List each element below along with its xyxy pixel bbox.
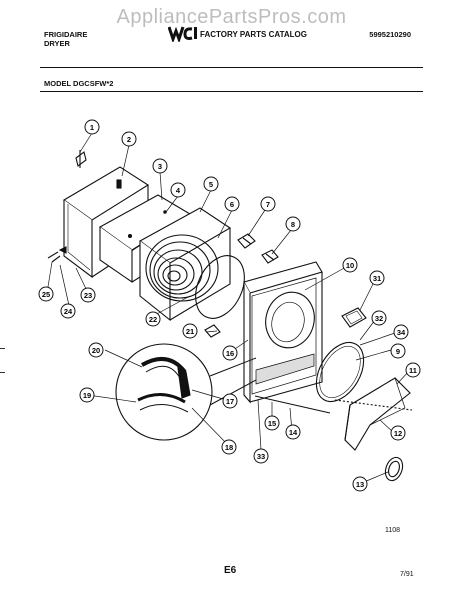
callout-34: 34 [393,324,409,340]
callout-24: 24 [60,303,76,319]
callout-18: 18 [221,439,237,455]
svg-text:6: 6 [230,200,234,209]
callout-15: 15 [264,415,280,431]
svg-text:7: 7 [266,200,270,209]
svg-text:20: 20 [92,346,100,355]
svg-text:12: 12 [394,429,402,438]
svg-text:10: 10 [346,261,354,270]
callout-21: 21 [182,323,198,339]
part-24-screw [47,246,67,263]
svg-text:32: 32 [375,314,383,323]
svg-text:22: 22 [149,315,157,324]
part-10-front-panel [243,261,323,404]
product-type: DRYER [44,39,70,48]
svg-text:8: 8 [291,220,295,229]
callout-14: 14 [285,424,301,440]
brand-block: FRIGIDAIRE DRYER [44,30,87,48]
svg-text:15: 15 [268,419,276,428]
svg-text:19: 19 [83,391,91,400]
part-21-clip [204,324,221,338]
callout-11: 11 [405,362,421,378]
callout-2: 2 [121,131,137,147]
callout-3: 3 [152,158,168,174]
wci-logo-icon [168,26,197,42]
margin-tick [0,372,5,373]
callout-4: 4 [170,182,186,198]
svg-text:13: 13 [356,480,364,489]
svg-text:17: 17 [226,397,234,406]
callout-22: 22 [145,311,161,327]
header-rule [40,67,423,68]
part-22-gasket [195,255,245,319]
svg-text:33: 33 [257,452,265,461]
callout-9: 9 [390,343,406,359]
callout-12: 12 [390,425,406,441]
svg-text:24: 24 [64,307,73,316]
catalog-title: FACTORY PARTS CATALOG [200,30,307,39]
svg-text:31: 31 [373,274,381,283]
callout-33: 33 [253,448,269,464]
svg-text:34: 34 [397,328,406,337]
callout-31: 31 [369,270,385,286]
callout-23: 23 [80,287,96,303]
brand-name: FRIGIDAIRE [44,30,88,39]
svg-text:14: 14 [289,428,298,437]
diagram-code: 1108 [385,527,401,534]
detail-magnifier [115,343,257,441]
callout-10: 10 [342,257,358,273]
model-rule [40,91,423,92]
svg-text:4: 4 [176,186,181,195]
svg-text:21: 21 [186,327,194,336]
part-15-screw-line [254,395,331,414]
part-31-lint-filter [341,307,367,328]
svg-text:2: 2 [127,135,131,144]
revision-date: 7/91 [400,571,414,578]
callout-19: 19 [79,387,95,403]
callout-1: 1 [84,119,100,135]
part-1-bracket [75,150,87,168]
part-9-drum-seal [315,341,365,403]
part-13-ring [384,456,404,482]
model-number: MODEL DGCSFW*2 [44,79,114,88]
svg-text:1: 1 [90,123,94,132]
callout-6: 6 [224,196,240,212]
callout-16: 16 [222,345,238,361]
svg-text:16: 16 [226,349,234,358]
svg-text:25: 25 [42,290,50,299]
margin-tick [0,348,5,349]
callout-8: 8 [285,216,301,232]
svg-text:3: 3 [158,162,162,171]
part-7-clip [237,233,256,249]
svg-text:23: 23 [84,291,92,300]
callout-25: 25 [38,286,54,302]
callout-7: 7 [260,196,276,212]
part-5-inner-door [138,207,232,322]
catalog-number: 5995210290 [369,30,411,39]
watermark: AppliancePartsPros.com [116,6,347,28]
callout-5: 5 [203,176,219,192]
page-number: E6 [224,565,237,576]
callout-13: 13 [352,476,368,492]
part-4-insulation-sheet [98,194,192,284]
part-11-exhaust-duct [334,377,413,451]
callout-20: 20 [88,342,104,358]
svg-text:5: 5 [209,180,213,189]
svg-text:9: 9 [396,347,400,356]
callout-32: 32 [371,310,387,326]
svg-text:18: 18 [225,443,233,452]
part-8-clip [261,249,279,264]
svg-text:11: 11 [409,366,417,375]
callout-17: 17 [222,393,238,409]
